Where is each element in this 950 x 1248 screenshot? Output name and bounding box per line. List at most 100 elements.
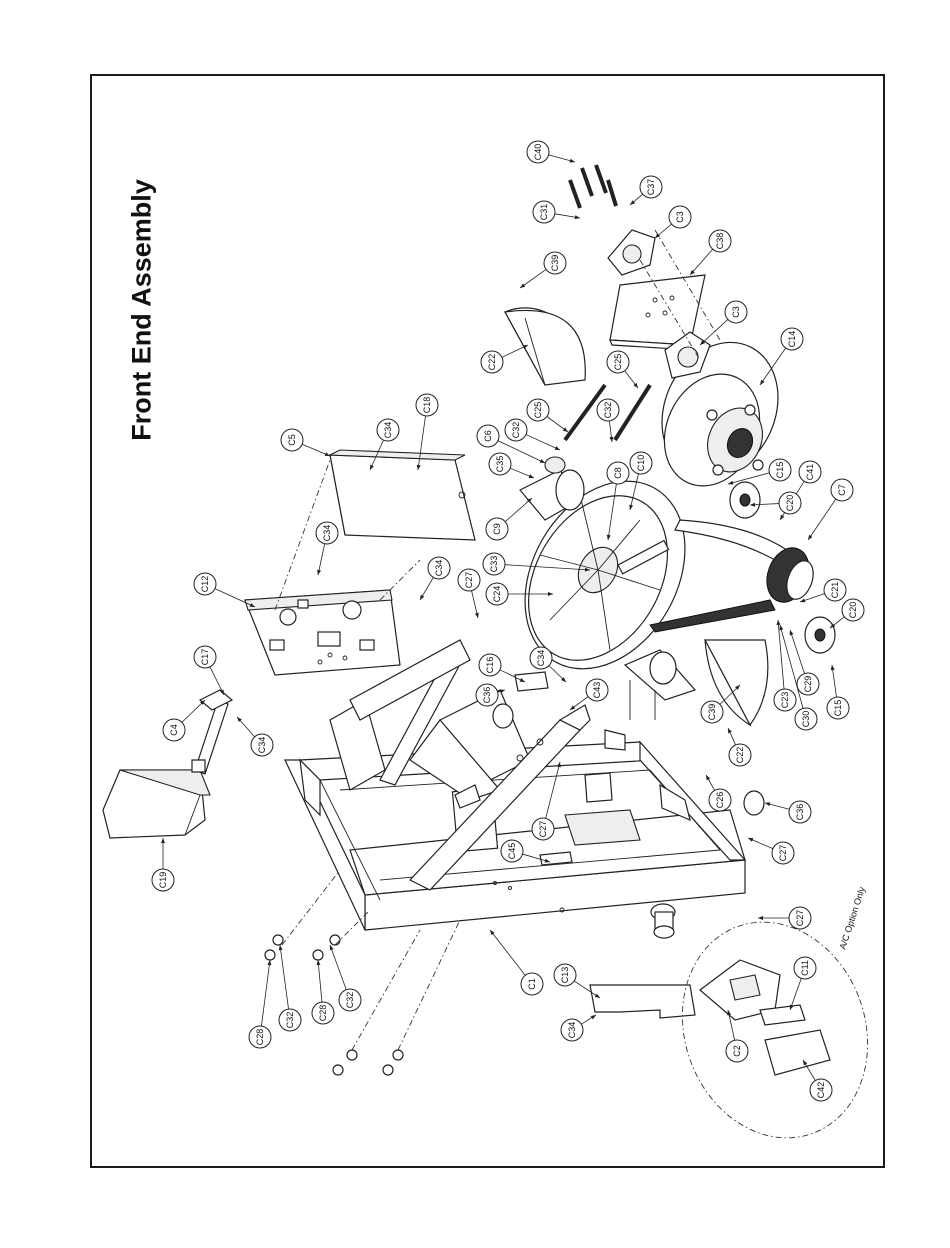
callout-c17: C17 [194,646,224,695]
callout-c36: C36 [765,801,811,823]
callout-label: C3 [731,306,741,318]
callout-c15: C15 [827,665,849,719]
callout-c22: C22 [728,728,751,766]
callout-c22: C22 [481,345,528,373]
callout-c34: C34 [420,557,450,600]
callout-arrowhead [609,437,613,442]
callout-arrowhead [780,515,784,520]
callout-arrowhead [420,595,424,600]
callout-label: C31 [539,204,549,221]
callout-arrowhead [800,598,805,602]
callout-arrowhead [540,459,545,463]
callout-arrowhead [728,481,733,485]
bolts-c40 [570,165,616,208]
callout-label: C18 [422,397,432,414]
callout-label: C32 [603,402,613,419]
callout-label: C9 [492,523,502,535]
callout-label: C8 [613,467,623,479]
callout-arrowhead [490,930,495,935]
callout-arrowhead [748,838,753,842]
callout-c32: C32 [330,945,361,1011]
callout-label: C17 [200,649,210,666]
plate-c13 [590,985,695,1018]
callout-arrowhead [570,159,575,163]
callout-label: C22 [735,747,745,764]
callout-label: C34 [257,737,267,754]
callout-c28: C28 [312,960,334,1024]
callout-label: C39 [550,255,560,272]
callout-label: C33 [489,556,499,573]
callout-label: C6 [483,430,493,442]
callout-c37: C37 [630,176,662,205]
callout-leader [700,319,728,345]
callout-label: C34 [434,560,444,577]
callout-label: C12 [200,576,210,593]
callout-label: C34 [536,650,546,667]
callout-leader [318,960,322,1002]
callout-c27: C27 [758,907,811,929]
callout-label: C4 [169,724,179,736]
callout-c4: C4 [163,700,205,741]
callout-arrowhead [325,452,330,456]
callout-c34: C34 [561,1015,596,1041]
callout-label: C20 [785,495,795,512]
callout-label: C45 [507,843,517,860]
callout-label: C15 [833,700,843,717]
callout-c20: C20 [830,599,864,628]
callout-c32: C32 [505,419,560,450]
callout-c35: C35 [489,453,534,478]
callout-c19: C19 [152,838,174,891]
callout-c7: C7 [808,479,853,540]
callout-leader [505,498,532,522]
callout-label: C3 [675,211,685,223]
callout-c39: C39 [520,252,566,288]
callout-c3: C3 [700,301,747,345]
callout-c5: C5 [281,429,330,456]
callout-label: C14 [787,331,797,348]
callout-leader [330,945,346,990]
callout-label: C28 [255,1029,265,1046]
callout-label: C32 [345,992,355,1009]
callout-label: C1 [527,978,537,990]
callout-arrowhead [279,945,283,950]
callout-label: C34 [322,525,332,542]
callout-leader [778,620,784,689]
callout-label: C2 [732,1045,742,1057]
callout-label: C29 [803,676,813,693]
callout-label: C23 [780,692,790,709]
ac-option-group [653,896,897,1164]
callout-c40: C40 [527,141,575,163]
callout-arrowhead [267,960,271,965]
callout-arrowhead [808,535,812,540]
callout-c3: C3 [655,206,691,238]
cover-box-c19 [103,770,210,838]
callout-label: C22 [487,354,497,371]
callout-label: C34 [383,422,393,439]
callout-label: C43 [592,682,602,699]
callout-label: C35 [495,456,505,473]
callout-label: C27 [464,572,474,589]
callout-c38: C38 [690,230,731,275]
callout-c32: C32 [279,945,301,1031]
callout-arrowhead [831,665,835,670]
callout-arrowhead [779,625,783,630]
callout-label: C41 [805,464,815,481]
callout-label: C32 [285,1012,295,1029]
flange-c3-upper [608,230,655,275]
bearing-c20-lower [805,617,835,653]
callout-label: C16 [485,657,495,674]
callout-label: C27 [538,821,548,838]
callout-label: C24 [492,586,502,603]
callout-label: C28 [318,1005,328,1022]
callout-label: C40 [533,144,543,161]
callout-arrowhead [728,728,732,733]
callout-label: C38 [715,233,725,250]
callout-arrowhead [520,283,525,288]
bearing-c20-upper [730,482,760,518]
callout-label: C27 [778,845,788,862]
callout-label: C36 [482,687,492,704]
callout-arrowhead [575,215,580,219]
circuit-board-c12 [245,590,400,675]
callout-label: C5 [287,434,297,446]
